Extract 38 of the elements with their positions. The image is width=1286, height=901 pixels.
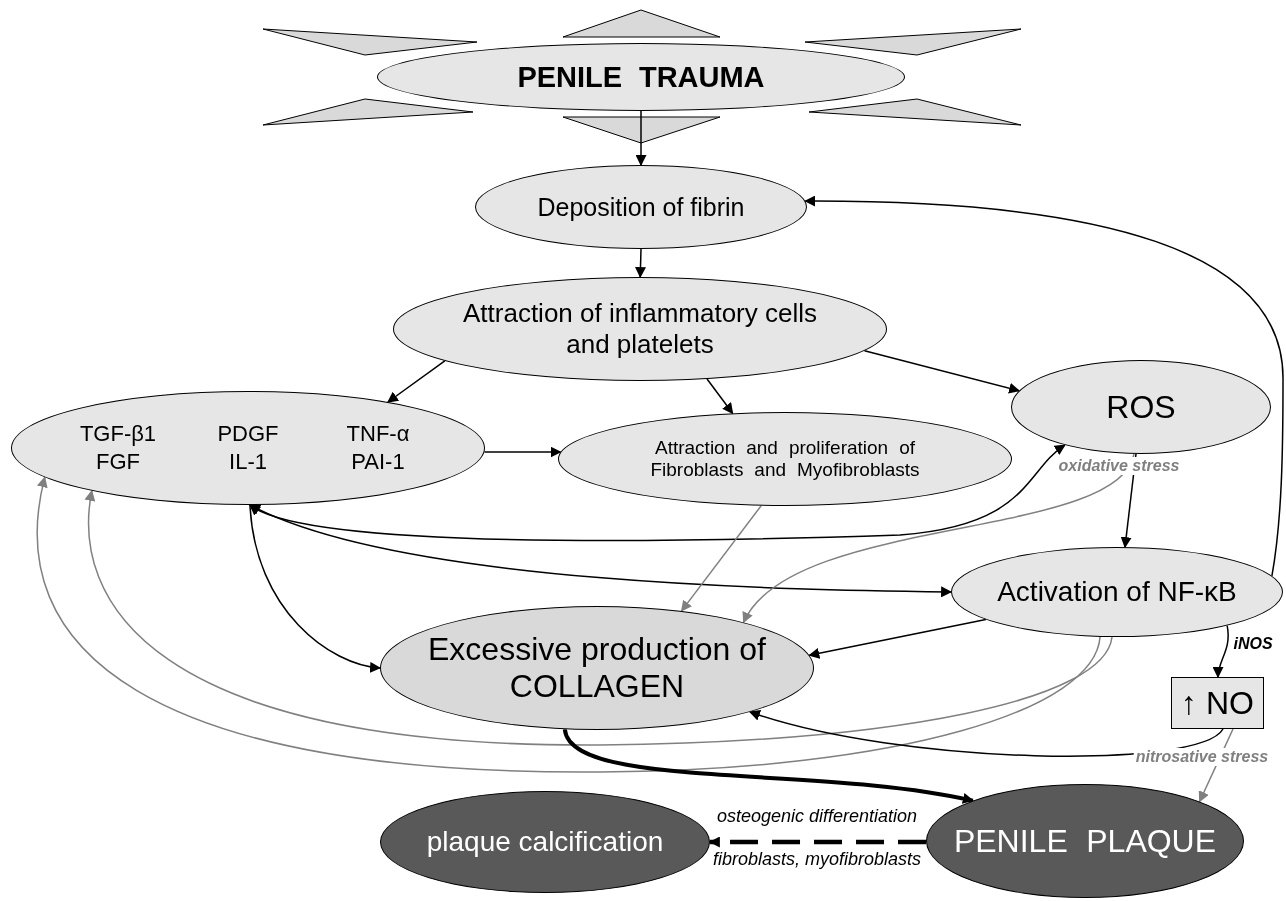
node-text: Activation of NF-κB (996, 576, 1238, 608)
arrow (748, 709, 1224, 757)
edge-label: nitrosative stress (1133, 748, 1271, 766)
node-text: ↑ NO (1180, 684, 1255, 722)
node-text: Attraction and proliferation of Fibroblasts and Myofibroblasts (649, 437, 921, 481)
node-text: TNF-α (345, 421, 411, 447)
arrow (706, 378, 734, 415)
arrow (742, 453, 1135, 624)
arrow (680, 505, 762, 612)
arrow (563, 728, 974, 805)
arrow (708, 836, 926, 848)
node-text: Attraction of inflammatory cells and platelets (462, 298, 818, 360)
node-text: PAI-1 (350, 449, 406, 475)
arrow (36, 476, 1101, 773)
edge-label: oxidative stress (1056, 457, 1182, 475)
node-text: PENILE PLAQUE (953, 822, 1217, 860)
node-text: Excessive production of COLLAGEN (427, 631, 767, 705)
node-text: PENILE TRAUMA (517, 60, 765, 94)
arrow (635, 248, 646, 279)
arrow (249, 504, 382, 673)
arrow (483, 446, 562, 458)
process-box (1171, 677, 1264, 729)
arrow (808, 618, 987, 659)
arrow (85, 489, 1113, 746)
node-text: FGF (95, 449, 141, 475)
node-text: PDGF (216, 421, 280, 447)
arrow (387, 360, 446, 403)
node-text: TGF-β1 (78, 421, 158, 447)
node-text: plaque calcification (426, 826, 664, 858)
node-text: Deposition of fibrin (536, 192, 746, 222)
arrow (1213, 624, 1229, 679)
arrow (249, 444, 1066, 542)
arrow (863, 349, 1021, 394)
arrow (635, 110, 647, 167)
node-text: IL-1 (228, 449, 268, 475)
arrow (804, 195, 1284, 577)
arrow (248, 503, 953, 598)
node-text: ROS (1106, 388, 1176, 426)
